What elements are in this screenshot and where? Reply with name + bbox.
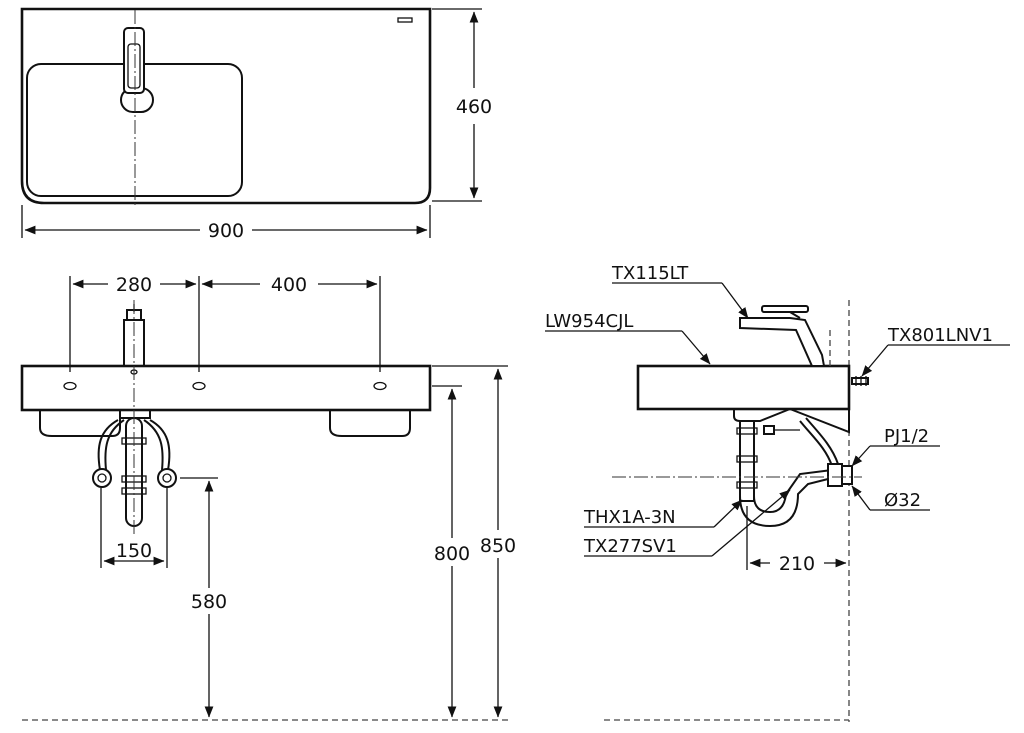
- faucet-lever-top: [127, 43, 141, 89]
- angle-valve-nut: [841, 465, 853, 485]
- supply-hose-side: [799, 420, 833, 467]
- label-pipe-dia: Ø32: [884, 490, 921, 511]
- supply-fitting-right: [157, 468, 177, 488]
- trap-u-inner: [753, 469, 833, 514]
- supply-hose-left-inner: [104, 419, 125, 471]
- front-view: 280 400: [20, 274, 516, 721]
- trap-u-outer: [739, 477, 833, 528]
- top-view: 460 900: [20, 7, 492, 242]
- faucet-side-body: [739, 317, 826, 367]
- dim-hole-left: 280: [116, 274, 152, 296]
- bowl-left-underside: [39, 410, 121, 437]
- basin-side-slab: [636, 364, 851, 411]
- label-trap: THX1A-3N: [583, 507, 676, 528]
- leader-basin: [681, 330, 711, 365]
- dim-drain-offset: 210: [779, 553, 815, 575]
- side-view: 210 TX115LT LW954CJL TX801LNV1 PJ1/2 Ø32…: [545, 263, 1010, 722]
- angle-valve: [827, 463, 843, 487]
- dim-supply-spacing: 150: [116, 540, 152, 562]
- basin-top-outline: [20, 7, 432, 205]
- hole-mark: [63, 381, 77, 391]
- supply-hose-side-inner: [805, 417, 839, 465]
- dim-depth: 460: [456, 96, 492, 118]
- pipe-nut: [736, 481, 758, 489]
- hole-mark: [192, 381, 206, 391]
- leader-trap: [713, 499, 743, 528]
- supply-hose-right-inner: [143, 419, 164, 471]
- logo-mark: [397, 17, 413, 23]
- leader-drain: [711, 489, 791, 557]
- label-valve: TX801LNV1: [887, 325, 993, 346]
- supply-fitting-right-inner: [162, 473, 172, 483]
- dim-rim-height: 800: [434, 543, 470, 565]
- faucet-side-lever: [761, 305, 809, 313]
- supply-fitting-left: [92, 468, 112, 488]
- dim-hole-right: 400: [271, 274, 307, 296]
- leader-valve: [861, 344, 889, 377]
- label-thread: PJ1/2: [884, 426, 929, 447]
- pipe-nut: [736, 455, 758, 463]
- label-faucet: TX115LT: [611, 263, 689, 284]
- dim-total-height: 850: [480, 535, 516, 557]
- label-drain: TX277SV1: [583, 536, 677, 557]
- bowl-side-underside: [733, 408, 791, 422]
- hose-fitting: [763, 425, 775, 435]
- supply-hose-right: [149, 419, 171, 471]
- drain-vertical-pipe: [739, 420, 755, 502]
- supply-hose-left: [97, 419, 119, 471]
- basin-front-slab: [20, 364, 432, 412]
- hole-mark: [373, 381, 387, 391]
- dim-supply-height: 580: [191, 591, 227, 613]
- leader-thread: [851, 445, 871, 467]
- dim-width: 900: [208, 220, 244, 242]
- pipe-nut: [736, 427, 758, 435]
- leader-pipe-dia: [851, 485, 871, 511]
- label-basin: LW954CJL: [545, 311, 633, 332]
- faucet-side-neck: [789, 311, 801, 319]
- supply-fitting-left-inner: [97, 473, 107, 483]
- bracket-side: [789, 408, 850, 434]
- leader-faucet: [721, 282, 749, 319]
- bowl-right-underside: [329, 410, 411, 437]
- valve-stub: [851, 377, 869, 385]
